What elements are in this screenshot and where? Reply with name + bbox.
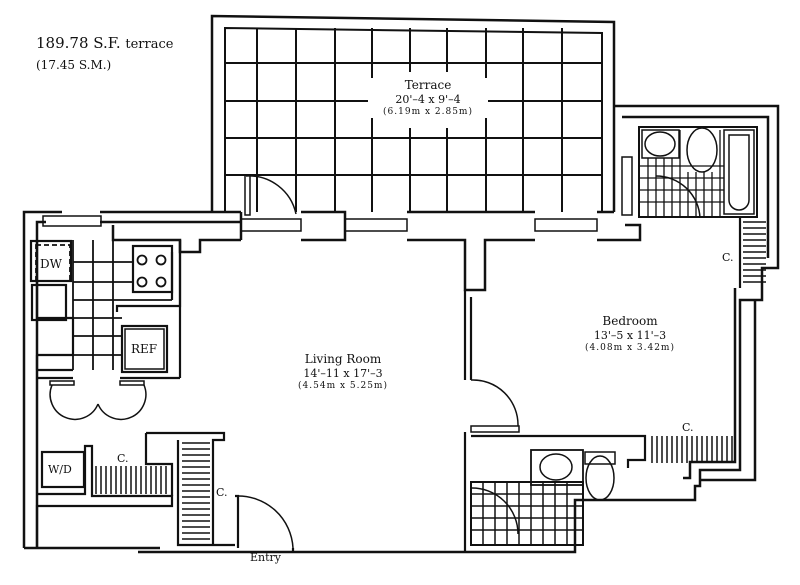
bedroom-dims-imperial: 13'–5 x 11'–3 bbox=[593, 329, 667, 342]
dishwasher-label: DW bbox=[40, 257, 62, 271]
living-room-name: Living Room bbox=[304, 352, 382, 366]
living-room-label: Living Room 14'–11 x 17'–3 (4.54m x 5.25… bbox=[278, 352, 408, 392]
exterior-walls bbox=[22, 104, 780, 554]
bedroom-label: Bedroom 13'–5 x 11'–3 (4.08m x 3.42m) bbox=[570, 314, 690, 354]
washer-dryer-label: W/D bbox=[48, 463, 72, 476]
closet-label-entry: C. bbox=[216, 486, 228, 499]
closet-label-laundry: C. bbox=[117, 452, 129, 465]
interior-walls bbox=[29, 126, 766, 552]
closet-label-bedroom-lower: C. bbox=[682, 421, 694, 434]
terrace-name: Terrace bbox=[404, 78, 452, 92]
terrace-area-sm: (17.45 S.M.) bbox=[36, 58, 112, 72]
refrigerator-label: REF bbox=[131, 342, 158, 356]
closet-label-bedroom-upper: C. bbox=[722, 251, 734, 264]
entry-label: Entry bbox=[250, 551, 282, 564]
terrace-dims-imperial: 20'–4 x 9'–4 bbox=[395, 93, 461, 106]
living-room-dims-metric: (4.54m x 5.25m) bbox=[298, 380, 388, 391]
terrace-word: terrace bbox=[125, 37, 174, 52]
terrace-label: Terrace 20'–4 x 9'–4 (6.19m x 2.85m) bbox=[368, 78, 488, 118]
terrace-area bbox=[210, 14, 616, 212]
bedroom-dims-metric: (4.08m x 3.42m) bbox=[585, 342, 675, 353]
terrace-dims-metric: (6.19m x 2.85m) bbox=[383, 106, 473, 117]
terrace-area-sf: 189.78 S.F. bbox=[36, 34, 121, 52]
living-room-dims-imperial: 14'–11 x 17'–3 bbox=[303, 367, 383, 380]
bedroom-name: Bedroom bbox=[602, 314, 658, 328]
terrace-area-heading: 189.78 S.F. terrace bbox=[36, 34, 173, 52]
